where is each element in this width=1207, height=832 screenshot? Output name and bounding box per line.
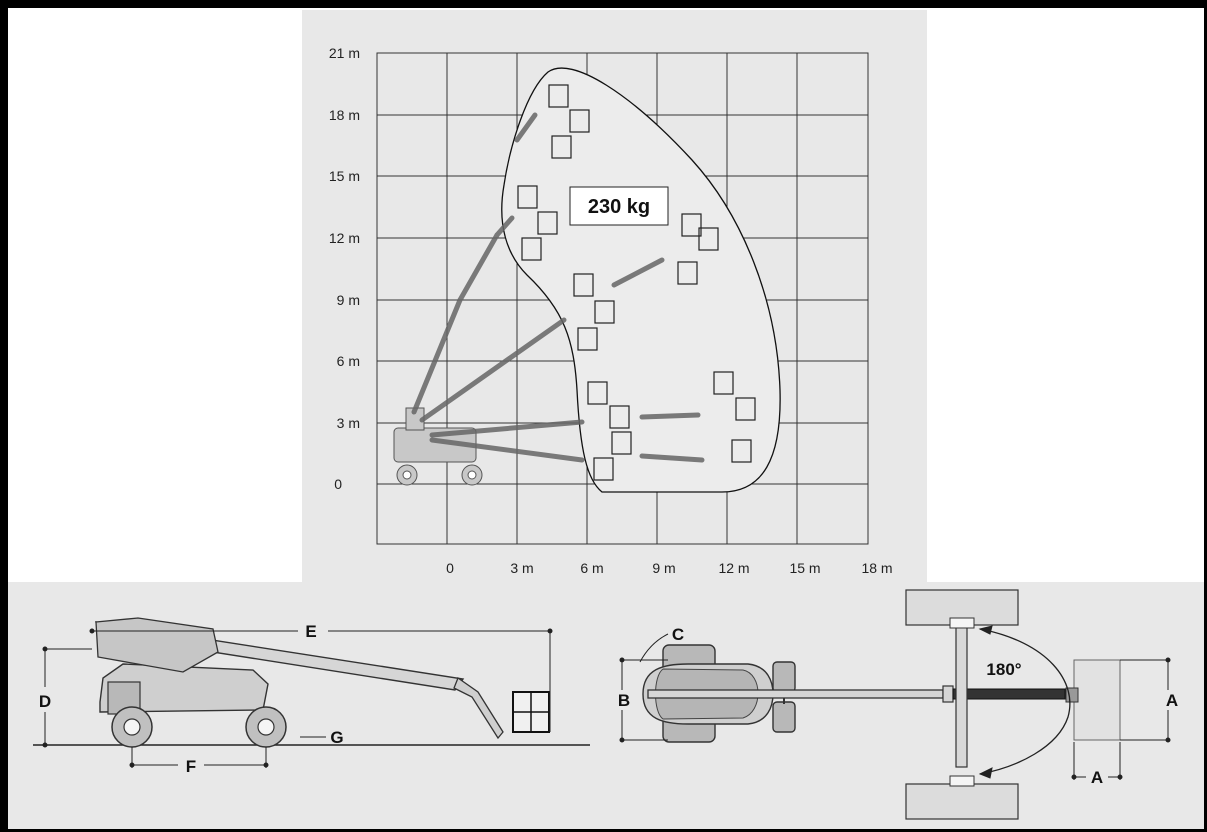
y-tick-label: 15 m bbox=[329, 168, 360, 184]
x-tick-label: 3 m bbox=[510, 560, 533, 576]
y-tick-label: 12 m bbox=[329, 230, 360, 246]
rotation-angle-label: 180° bbox=[986, 660, 1021, 679]
dimension-e-label: E bbox=[305, 622, 316, 641]
working-envelope bbox=[501, 67, 781, 493]
dimension-g-label: G bbox=[330, 728, 343, 747]
dimension-views: E D F G bbox=[8, 582, 1204, 829]
x-axis-labels: 0 3 m 6 m 9 m 12 m 15 m 18 m bbox=[446, 560, 892, 576]
boom-positions bbox=[411, 112, 705, 463]
dimension-d-label: D bbox=[39, 692, 51, 711]
dimension-c-label: C bbox=[672, 625, 684, 644]
x-tick-label: 0 bbox=[446, 560, 454, 576]
dimension-a-bottom-label: A bbox=[1091, 768, 1103, 787]
y-tick-label: 18 m bbox=[329, 107, 360, 123]
working-range-svg: 21 m 18 m 15 m 12 m 9 m 6 m 3 m 0 0 3 m … bbox=[329, 45, 893, 576]
platform-baskets bbox=[517, 84, 756, 481]
dimension-b-label: B bbox=[618, 691, 630, 710]
x-tick-label: 9 m bbox=[652, 560, 675, 576]
dimension-f-label: F bbox=[186, 757, 196, 776]
top-view-dimension-lines bbox=[619, 625, 1171, 780]
x-tick-label: 6 m bbox=[580, 560, 603, 576]
y-tick-label: 21 m bbox=[329, 45, 360, 61]
dimension-a-right-label: A bbox=[1166, 691, 1178, 710]
y-tick-label: 9 m bbox=[337, 292, 360, 308]
load-capacity-label: 230 kg bbox=[588, 196, 650, 218]
load-label-box bbox=[569, 186, 669, 226]
x-tick-label: 15 m bbox=[789, 560, 820, 576]
y-tick-label: 3 m bbox=[337, 415, 360, 431]
working-range-diagram: 21 m 18 m 15 m 12 m 9 m 6 m 3 m 0 0 3 m … bbox=[302, 10, 927, 582]
x-tick-label: 18 m bbox=[861, 560, 892, 576]
machine-base-icon bbox=[393, 407, 483, 486]
x-tick-label: 12 m bbox=[718, 560, 749, 576]
dimensions-svg: E D F G bbox=[33, 589, 1178, 820]
top-view-machine bbox=[642, 589, 1121, 820]
y-tick-label: 6 m bbox=[337, 353, 360, 369]
y-tick-label: 0 bbox=[334, 476, 342, 492]
y-axis-labels: 21 m 18 m 15 m 12 m 9 m 6 m 3 m 0 bbox=[329, 45, 360, 492]
side-view-dimension-lines bbox=[42, 628, 553, 768]
